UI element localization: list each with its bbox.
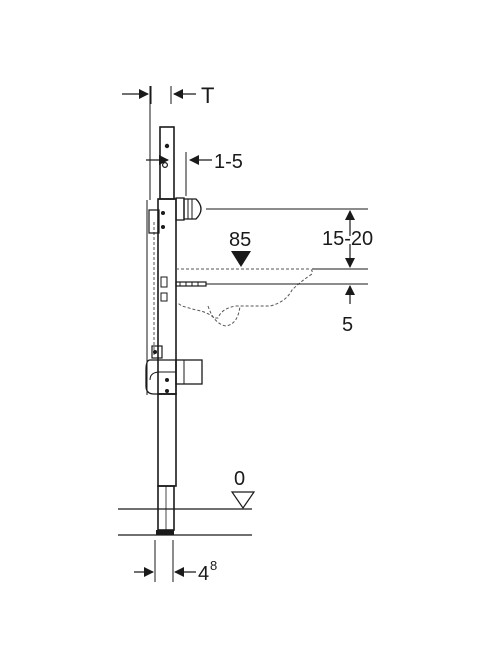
installation-frame: [146, 86, 177, 535]
drain-assembly: [145, 345, 203, 395]
height-marker-85: 85: [229, 229, 251, 267]
label-basin-offset: 5: [342, 314, 353, 336]
floor-level: 0: [118, 468, 256, 536]
supply-connection: [175, 197, 202, 221]
dimension-outlet-distance: 15-20: [206, 208, 373, 270]
dimension-frame-thickness: T: [122, 83, 214, 108]
threaded-rod: [175, 281, 207, 287]
dimension-offset-range: 1-5: [146, 151, 243, 196]
label-floor-level: 0: [234, 468, 245, 490]
dimension-foot: 4 8: [134, 540, 217, 585]
label-offset-range: 1-5: [214, 151, 243, 173]
label-outlet-distance: 15-20: [322, 228, 373, 250]
label-foot-base: 4: [198, 563, 209, 585]
washbasin-outline: [175, 268, 313, 327]
label-foot-exponent: 8: [210, 558, 217, 573]
dimension-basin-offset: 5: [206, 283, 368, 336]
label-height-above-floor: 85: [229, 229, 251, 251]
label-frame-thickness: T: [201, 83, 214, 108]
